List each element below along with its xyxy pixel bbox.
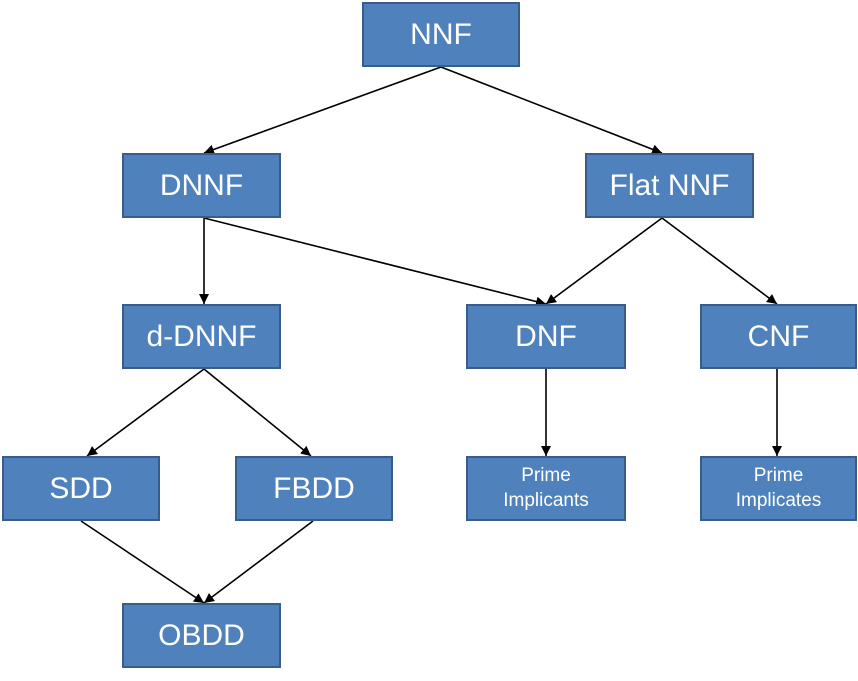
edge-sdd-to-obdd	[80, 520, 205, 604]
node-obdd-label: OBDD	[158, 619, 245, 652]
node-nnf-label: NNF	[410, 18, 472, 51]
node-sdd-label: SDD	[49, 472, 113, 505]
node-cnf: CNF	[700, 304, 857, 369]
node-d-dnnf: d-DNNF	[122, 304, 281, 369]
edge-flat-nnf-to-dnf	[545, 217, 663, 305]
node-flat-nnf: Flat NNF	[585, 153, 754, 218]
node-dnnf: DNNF	[122, 153, 281, 218]
node-nnf: NNF	[362, 2, 520, 67]
node-obdd: OBDD	[122, 603, 281, 668]
node-prime-implicates-line2: Implicates	[735, 489, 822, 511]
node-sdd: SDD	[2, 456, 160, 521]
node-fbdd: FBDD	[235, 456, 393, 521]
edge-dnnf-to-dnf	[203, 217, 547, 307]
node-prime-implicates: Prime Implicates	[700, 456, 857, 521]
node-prime-implicants-line2: Implicants	[503, 489, 589, 511]
node-dnnf-label: DNNF	[159, 169, 244, 202]
edge-nnf-to-dnnf	[203, 66, 442, 155]
node-prime-implicants-line1: Prime	[521, 464, 571, 486]
edge-d-dnnf-to-sdd	[86, 368, 205, 457]
node-fbdd-label: FBDD	[273, 472, 355, 505]
node-d-dnnf-label: d-DNNF	[146, 320, 257, 353]
node-dnf-label: DNF	[515, 320, 577, 353]
edge-group	[80, 66, 782, 604]
edge-fbdd-to-obdd	[203, 520, 314, 604]
edge-d-dnnf-to-fbdd	[203, 368, 312, 457]
node-prime-implicants: Prime Implicants	[466, 456, 626, 521]
edge-nnf-to-flat-nnf	[440, 66, 663, 155]
node-dnf: DNF	[466, 304, 626, 369]
node-cnf-label: CNF	[747, 320, 810, 353]
node-prime-implicates-line1: Prime	[753, 464, 804, 486]
node-flat-nnf-label: Flat NNF	[609, 169, 730, 202]
edge-flat-nnf-to-cnf	[661, 217, 778, 305]
